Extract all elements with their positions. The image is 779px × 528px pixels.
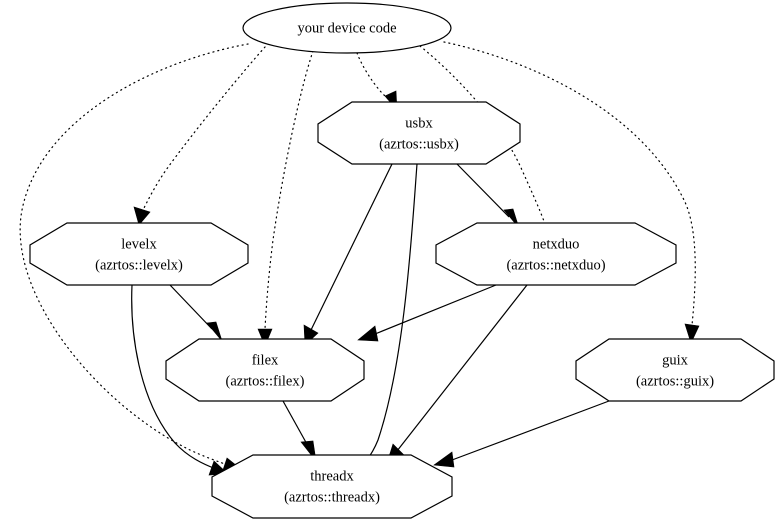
- edge-netxduo-to-threadx: [386, 284, 528, 464]
- node-label-netxduo-namespace: (azrtos::netxduo): [506, 257, 605, 273]
- node-label-filex-namespace: (azrtos::filex): [226, 373, 305, 389]
- node-label-usbx-name: usbx: [405, 115, 433, 131]
- edge-usbx-to-filex: [303, 163, 393, 346]
- node-levelx[interactable]: levelx (azrtos::levelx): [29, 222, 249, 286]
- edge-device-to-filex: [257, 50, 314, 347]
- edge-levelx-to-filex: [169, 284, 223, 342]
- node-guix[interactable]: guix (azrtos::guix): [575, 338, 775, 402]
- node-label-usbx-namespace: (azrtos::usbx): [379, 136, 459, 152]
- edge-usbx-to-netxduo: [456, 163, 520, 229]
- node-label-threadx-name: threadx: [310, 468, 354, 484]
- node-label-device: your device code: [297, 20, 396, 36]
- edge-device-to-levelx: [133, 46, 266, 226]
- node-your-device-code[interactable]: your device code: [242, 2, 452, 54]
- edge-usbx-to-threadx: [358, 163, 418, 476]
- node-netxduo[interactable]: netxduo (azrtos::netxduo): [435, 222, 677, 286]
- node-usbx[interactable]: usbx (azrtos::usbx): [317, 101, 521, 165]
- edge-filex-to-threadx: [282, 400, 317, 463]
- node-label-filex-name: filex: [252, 352, 279, 368]
- edge-netxduo-to-threadx-via-filex: [357, 284, 497, 342]
- node-label-threadx-namespace: (azrtos::threadx): [284, 489, 380, 505]
- node-label-guix-namespace: (azrtos::guix): [636, 373, 714, 389]
- node-label-guix-name: guix: [662, 352, 689, 368]
- node-label-netxduo-name: netxduo: [533, 236, 580, 252]
- node-label-levelx-name: levelx: [121, 236, 157, 252]
- edge-device-to-guix: [443, 41, 700, 344]
- node-layer: your device code usbx (azrtos::usbx) lev…: [29, 2, 775, 519]
- node-threadx[interactable]: threadx (azrtos::threadx): [211, 454, 453, 519]
- node-filex[interactable]: filex (azrtos::filex): [165, 338, 365, 402]
- edge-guix-to-threadx: [433, 400, 610, 468]
- node-label-levelx-namespace: (azrtos::levelx): [95, 257, 183, 273]
